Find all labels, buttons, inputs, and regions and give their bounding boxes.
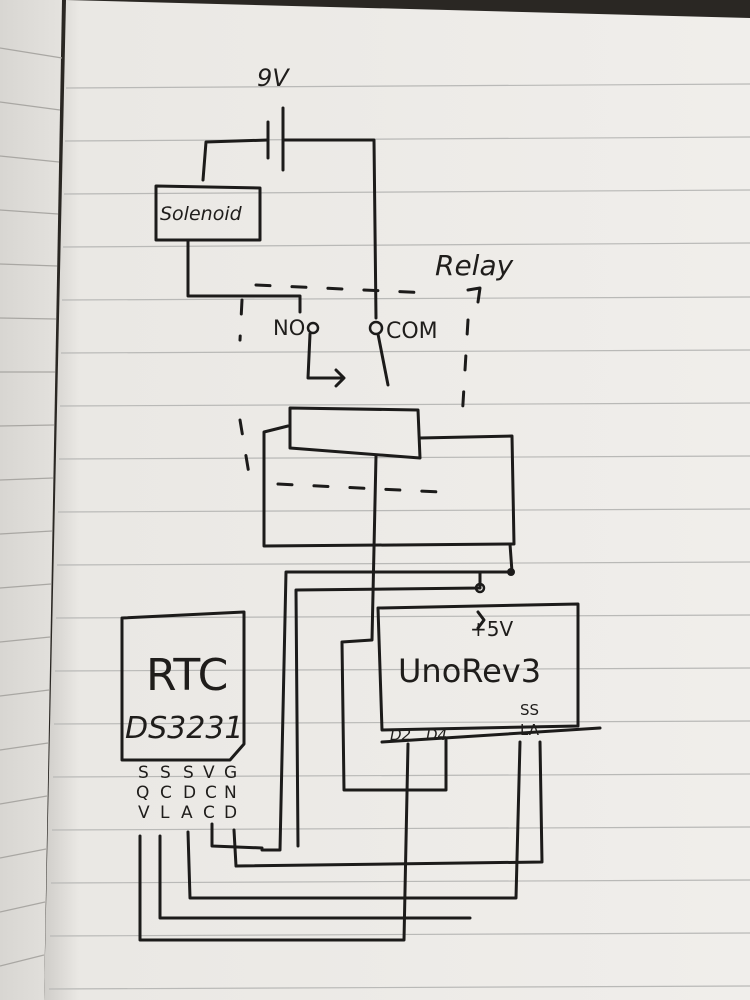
- no-label: NO: [273, 316, 305, 340]
- wire-rtc-vcc: [210, 822, 264, 850]
- relay-dashed-lower: [238, 418, 442, 494]
- no-terminal: [306, 321, 320, 335]
- relay-outer-box: [262, 424, 516, 548]
- rtc-pin-4-mid: C: [205, 783, 217, 803]
- rtc-pin-1-mid: Q: [136, 783, 149, 803]
- junction-right: [507, 568, 515, 576]
- left-page-rules: [0, 47, 63, 967]
- rtc-pin-3-mid: D: [183, 783, 196, 803]
- wire-sda-2: [158, 834, 472, 920]
- relay-switch-arm: [306, 332, 346, 388]
- rtc-pin-2-mid: C: [160, 783, 172, 803]
- wire-sda: [186, 740, 522, 900]
- rtc-pin-1-top: S: [138, 763, 149, 783]
- rtc-pin-5-mid: N: [224, 783, 237, 803]
- wire-relay-gnd: [294, 570, 482, 848]
- wire-solenoid-no: [186, 238, 302, 314]
- wire-relay-5v: [260, 542, 514, 852]
- relay-label: Relay: [435, 249, 514, 282]
- wire-d2-rtc: [138, 742, 410, 942]
- relay-dashed-right: [460, 318, 470, 422]
- solenoid-label: Solenoid: [160, 203, 243, 225]
- uno-label: UnoRev3: [398, 652, 541, 690]
- wire-battery-solenoid: [201, 138, 270, 182]
- left-page: [0, 0, 62, 1000]
- rtc-box: [120, 610, 246, 762]
- rtc-model: DS3231: [125, 711, 244, 746]
- rtc-pin-4-top: V: [203, 763, 215, 783]
- page-rules: [48, 83, 750, 990]
- rtc-pin-5-top: G: [224, 763, 237, 783]
- rtc-pin-4-bot: C: [203, 803, 215, 823]
- uno-board-edge: [380, 726, 602, 744]
- wire-battery-com: [281, 138, 378, 320]
- uno-board-box: [376, 602, 580, 732]
- wire-com-down: [376, 332, 390, 387]
- rtc-pin-1-bot: V: [138, 803, 150, 823]
- rtc-pin-2-bot: L: [160, 803, 170, 823]
- d2-label: D2: [390, 726, 411, 744]
- scl-bot-label: LA: [520, 721, 540, 739]
- rtc-pin-labels: S Q V S C L S D A V C C G N D: [136, 763, 237, 823]
- com-label: COM: [386, 319, 438, 344]
- battery-label: 9V: [257, 64, 290, 92]
- plus5v-label: +5V: [470, 617, 513, 641]
- relay-module-box: [288, 406, 422, 460]
- wire-relay-signal: [340, 454, 448, 792]
- rtc-pin-3-top: S: [183, 763, 194, 783]
- com-terminal: [368, 320, 384, 336]
- d4-label: D4: [426, 726, 447, 744]
- rtc-title: RTC: [146, 650, 228, 701]
- solenoid-box: [154, 184, 262, 242]
- right-page: [44, 0, 750, 1000]
- rtc-pin-3-bot: A: [181, 803, 193, 823]
- rtc-pin-2-top: S: [160, 763, 171, 783]
- plus5v-arrow: [476, 610, 486, 630]
- relay-squiggle: [466, 286, 482, 304]
- junction-5v: [474, 582, 486, 594]
- rtc-pin-5-bot: D: [224, 803, 237, 823]
- relay-dashed-outline: [238, 283, 432, 342]
- scl-top-label: SS: [520, 701, 539, 719]
